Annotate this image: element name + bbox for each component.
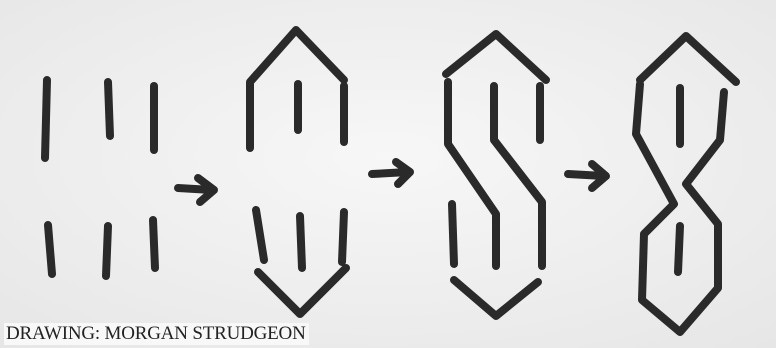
step-1-line — [45, 80, 47, 158]
right-lower-line — [342, 212, 344, 262]
arrow-shaft — [372, 172, 408, 174]
step-1-line — [153, 220, 155, 268]
middle-lower-line — [300, 216, 302, 268]
drawing-credit: DRAWING: MORGAN STRUDGEON — [4, 323, 309, 345]
step-1-line — [108, 82, 110, 136]
inner-lower-line — [678, 226, 680, 272]
step-1-line — [106, 226, 108, 276]
left-lower-line — [452, 204, 454, 264]
step-1-line — [48, 225, 52, 274]
